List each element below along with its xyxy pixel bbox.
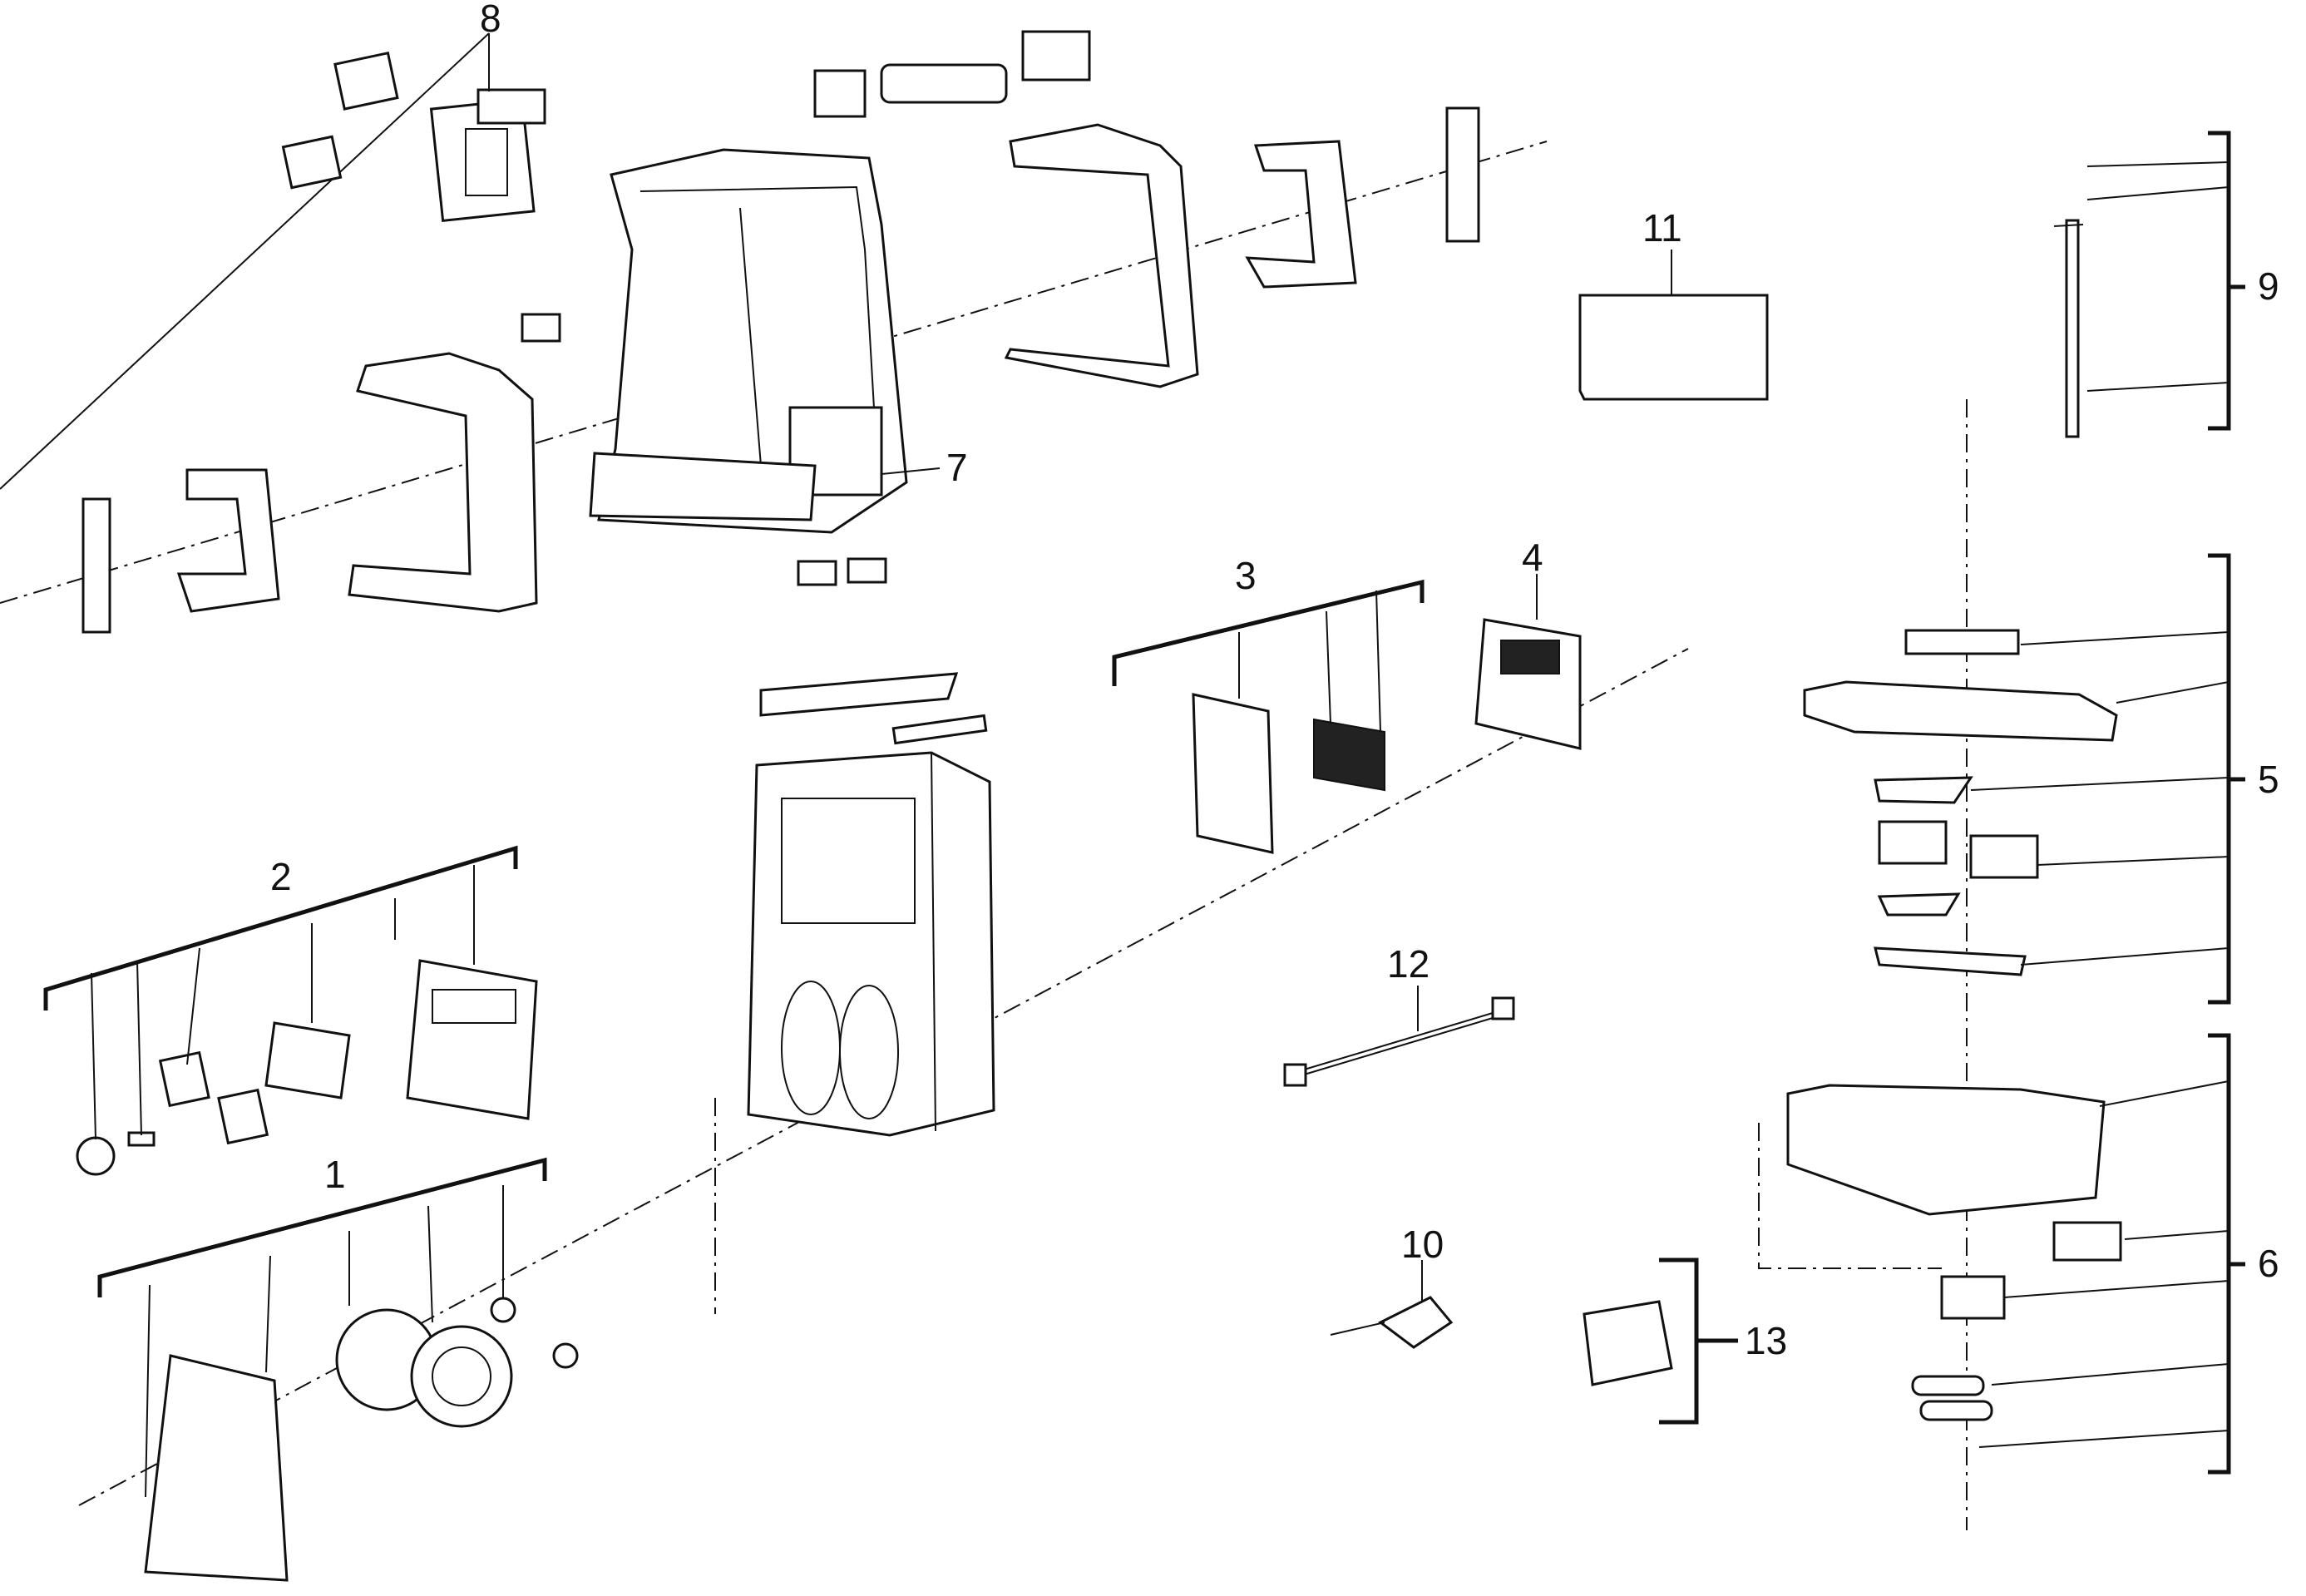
callout-labels: 1 2 3 4 5 6 7 8 9 10 11 12 13 — [270, 0, 2279, 1362]
part-10-power-plug — [1330, 1260, 1454, 1349]
part-4-control-board — [1474, 574, 1582, 750]
right-frame-parts — [1004, 123, 1357, 388]
part-8-bracket-assembly — [0, 32, 546, 490]
part-5-top-cover-kit — [1803, 553, 2245, 1005]
callout-7: 7 — [946, 446, 968, 489]
small-clip-parts — [281, 30, 1480, 343]
callout-1: 1 — [324, 1153, 346, 1196]
callout-8: 8 — [480, 0, 501, 40]
part-1-speaker-assembly — [97, 1157, 579, 1582]
callout-4: 4 — [1522, 536, 1543, 579]
callout-12: 12 — [1387, 942, 1430, 986]
part-3-amplifier-board — [1112, 579, 1425, 854]
callout-2: 2 — [270, 855, 292, 898]
main-cabinet — [747, 672, 995, 1137]
callout-9: 9 — [2258, 264, 2279, 308]
callout-6: 6 — [2258, 1242, 2279, 1285]
part-9-antenna-kit — [2053, 131, 2245, 438]
callout-3: 3 — [1235, 554, 1257, 597]
part-7-main-housing — [589, 148, 941, 586]
callout-13: 13 — [1745, 1319, 1787, 1362]
callout-11: 11 — [1642, 206, 1682, 250]
left-frame-parts — [81, 352, 538, 634]
part-6-chassis-assembly — [1786, 1033, 2245, 1475]
part-2-front-panel — [43, 845, 538, 1176]
part-13-small-pcb — [1583, 1258, 1738, 1425]
part-11-label — [1578, 250, 1769, 401]
part-12-cable — [1283, 986, 1515, 1087]
callout-10: 10 — [1401, 1223, 1444, 1266]
callout-5: 5 — [2258, 758, 2279, 801]
